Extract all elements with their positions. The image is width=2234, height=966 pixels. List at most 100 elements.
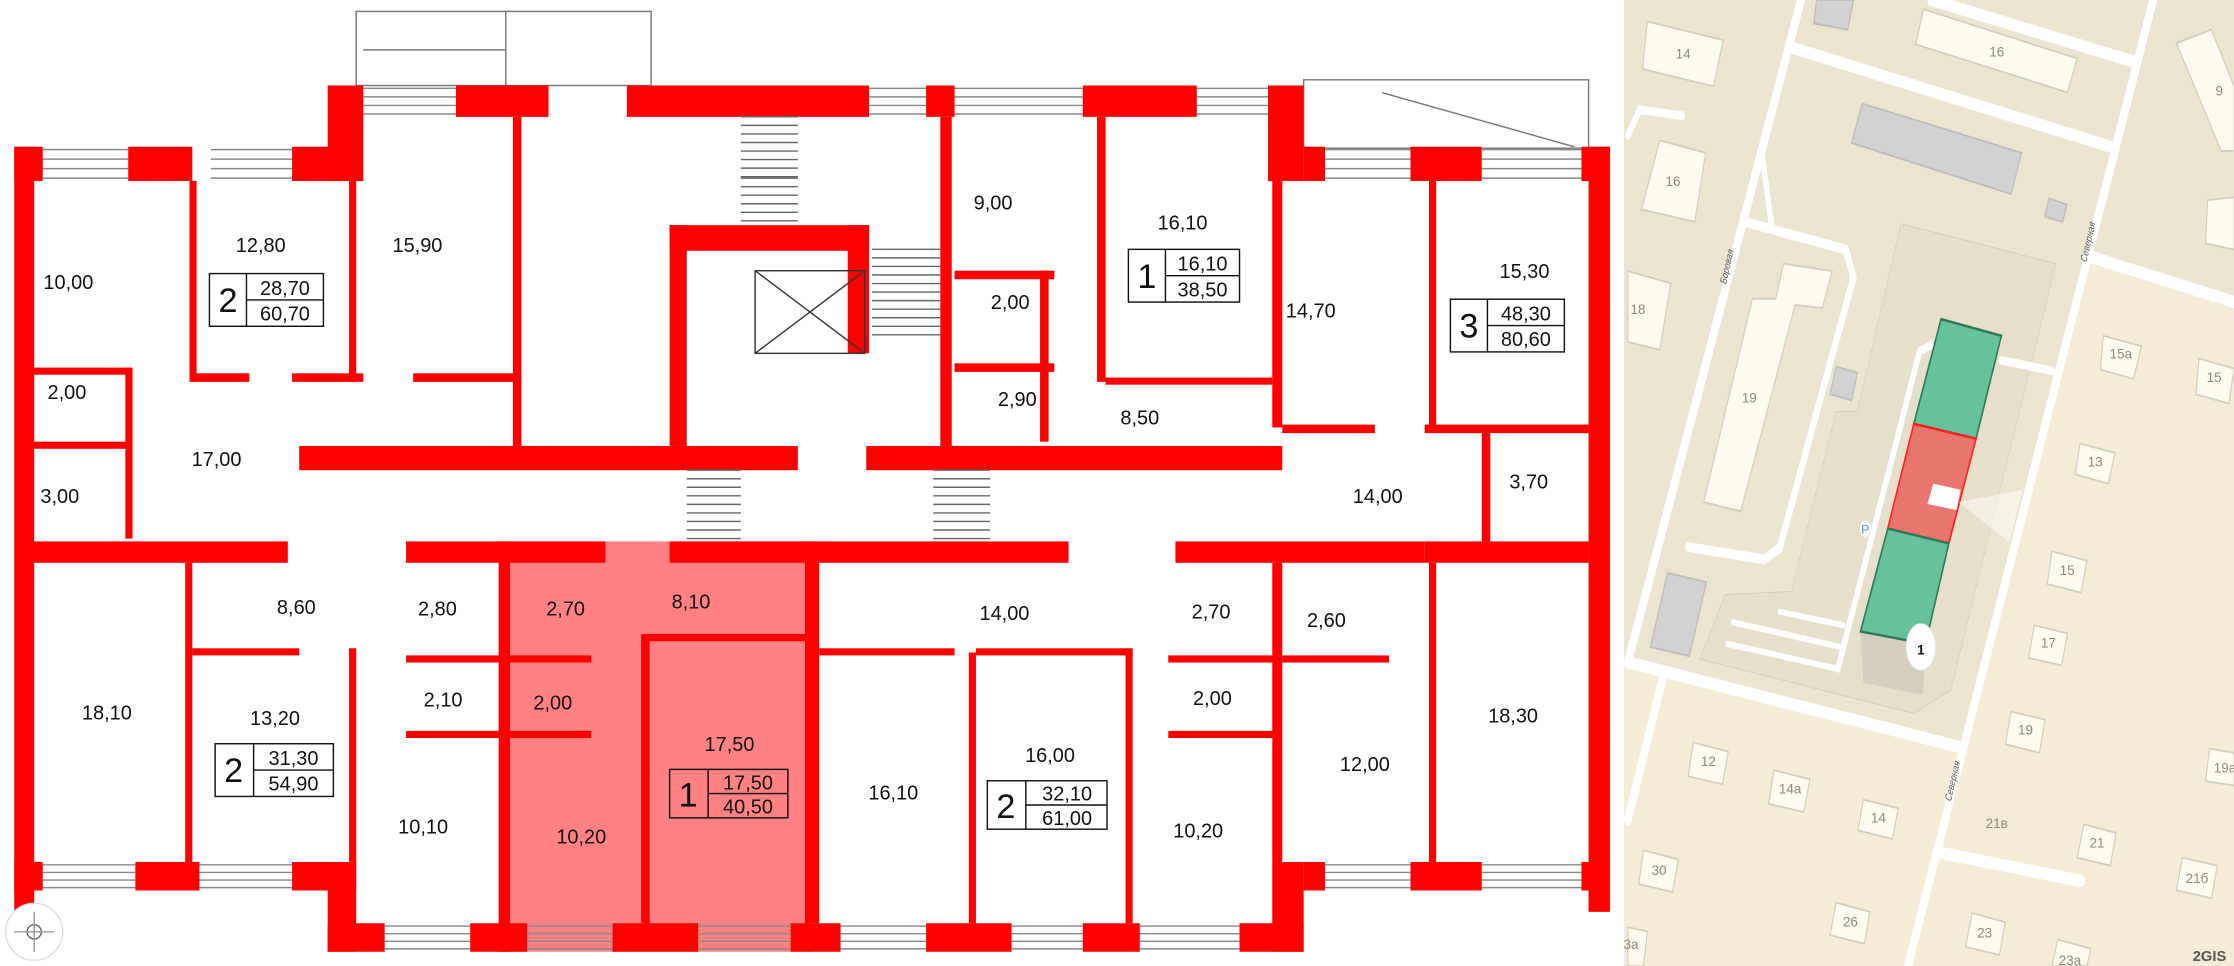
building-number: 21: [2090, 836, 2105, 851]
room-area: 10,00: [43, 272, 93, 294]
wall: [406, 730, 592, 739]
room-area: 3,00: [40, 486, 79, 508]
wall: [1272, 562, 1283, 862]
location-map[interactable]: 1 P 14 16 9 16 18 19 15а 15 13 15 17 19 …: [1624, 0, 2234, 966]
room-area: 2,00: [991, 292, 1030, 314]
building-number: 9: [2215, 83, 2223, 98]
wall: [1168, 655, 1276, 663]
apartment-box[interactable]: 1 16,10 38,50: [1127, 248, 1241, 303]
room-area: 2,70: [546, 599, 585, 621]
wall: [648, 634, 813, 642]
wall: [1082, 85, 1197, 117]
apartment-living-area: 31,30: [269, 748, 319, 770]
wall: [866, 445, 1283, 471]
apartment-box[interactable]: 3 48,30 80,60: [1449, 298, 1566, 353]
wall: [641, 634, 650, 924]
wall: [498, 541, 511, 952]
building-number: 21б: [2186, 871, 2209, 886]
compass-icon[interactable]: [4, 902, 64, 962]
wall: [968, 652, 976, 924]
wall: [790, 923, 841, 952]
entrance-badge-label: 1: [1917, 642, 1925, 657]
room-area: 2,00: [533, 693, 572, 715]
wall: [1481, 427, 1491, 542]
room-area: 10,10: [398, 816, 448, 838]
apartment-summaries: 2 28,70 60,70 1 16,10 38,50 3 48,30 80,6…: [208, 248, 1566, 830]
building-number: 23а: [2059, 953, 2082, 966]
wall: [1424, 541, 1589, 563]
apartment-box[interactable]: 2 32,10 61,00: [986, 780, 1108, 830]
wall: [626, 85, 870, 117]
building-number: 14а: [1779, 781, 1802, 796]
building-number: 19а: [2214, 761, 2234, 776]
wall: [14, 861, 43, 891]
wall: [128, 146, 193, 181]
parking-label: P: [1861, 522, 1869, 536]
wall: [1410, 861, 1482, 891]
room-area: 8,50: [1120, 408, 1159, 430]
building-number: 21в: [1986, 816, 2008, 831]
wall: [954, 363, 1055, 372]
room-area: 12,00: [1340, 754, 1390, 776]
wall: [1168, 730, 1276, 739]
wall: [349, 116, 357, 382]
apartment-rooms: 2: [224, 752, 243, 790]
apartment-total-area: 38,50: [1178, 279, 1228, 301]
room-area: 14,00: [1353, 486, 1403, 508]
wall: [1424, 424, 1589, 434]
apartment-total-area: 40,50: [723, 797, 773, 819]
building-number: 13: [2088, 454, 2103, 469]
apartment-rooms: 3: [1459, 308, 1478, 346]
apartment-total-area: 61,00: [1042, 808, 1092, 830]
elevator-shaft: [754, 270, 866, 355]
building-number: 23: [1977, 926, 1992, 941]
room-area: 10,20: [1173, 821, 1223, 843]
building-number: 12: [1701, 754, 1716, 769]
wall: [612, 923, 699, 952]
room-area: 10,20: [556, 826, 606, 848]
wall: [804, 541, 820, 924]
wall: [1588, 146, 1610, 912]
wall: [1097, 116, 1106, 382]
apartment-rooms: 2: [996, 788, 1015, 826]
wall: [1410, 146, 1482, 181]
wall: [349, 648, 357, 862]
entrance-badge[interactable]: [1905, 623, 1936, 671]
room-area: 8,60: [277, 597, 316, 619]
building-number: 15: [2060, 563, 2075, 578]
wall: [1282, 655, 1390, 663]
building-number: 16: [1666, 174, 1681, 189]
building-labels: 14 16 9 16 18 19 15а 15 13 15 17 19 19а …: [1624, 45, 2234, 966]
wall: [954, 270, 1055, 280]
apartment-total-area: 60,70: [260, 304, 310, 326]
selected-apartment-highlight[interactable]: [501, 541, 813, 952]
room-area: 2,80: [418, 599, 457, 621]
wall: [1429, 562, 1437, 862]
wall: [31, 541, 288, 563]
apartment-box[interactable]: 2 28,70 60,70: [208, 272, 325, 327]
room-area: 18,30: [1488, 705, 1538, 727]
wall: [406, 655, 592, 663]
building-number: 16: [1989, 45, 2004, 60]
room-area: 16,10: [868, 782, 918, 804]
room-area: 2,00: [1193, 688, 1232, 710]
wall: [669, 541, 1069, 563]
room-area: 17,50: [705, 734, 755, 756]
wall: [1282, 424, 1375, 434]
room-areas: 10,00 12,80 15,90 9,00 16,10 15,30 14,70…: [40, 192, 1549, 848]
apartment-box-selected[interactable]: 1 17,50 40,50: [668, 768, 789, 819]
room-area: 13,20: [250, 708, 300, 730]
apartment-rooms: 2: [218, 282, 237, 320]
building-number: 15а: [2110, 347, 2133, 362]
apartment-box[interactable]: 2 31,30 54,90: [214, 743, 335, 798]
wall: [292, 373, 364, 382]
wall: [455, 85, 549, 117]
wall: [31, 441, 132, 449]
room-area: 9,00: [974, 192, 1013, 214]
building-number: 14: [1871, 810, 1886, 825]
room-area: 2,90: [998, 389, 1037, 411]
building-number: 3а: [1624, 937, 1639, 952]
wall: [1125, 652, 1133, 924]
location-marker: [1927, 483, 1961, 511]
